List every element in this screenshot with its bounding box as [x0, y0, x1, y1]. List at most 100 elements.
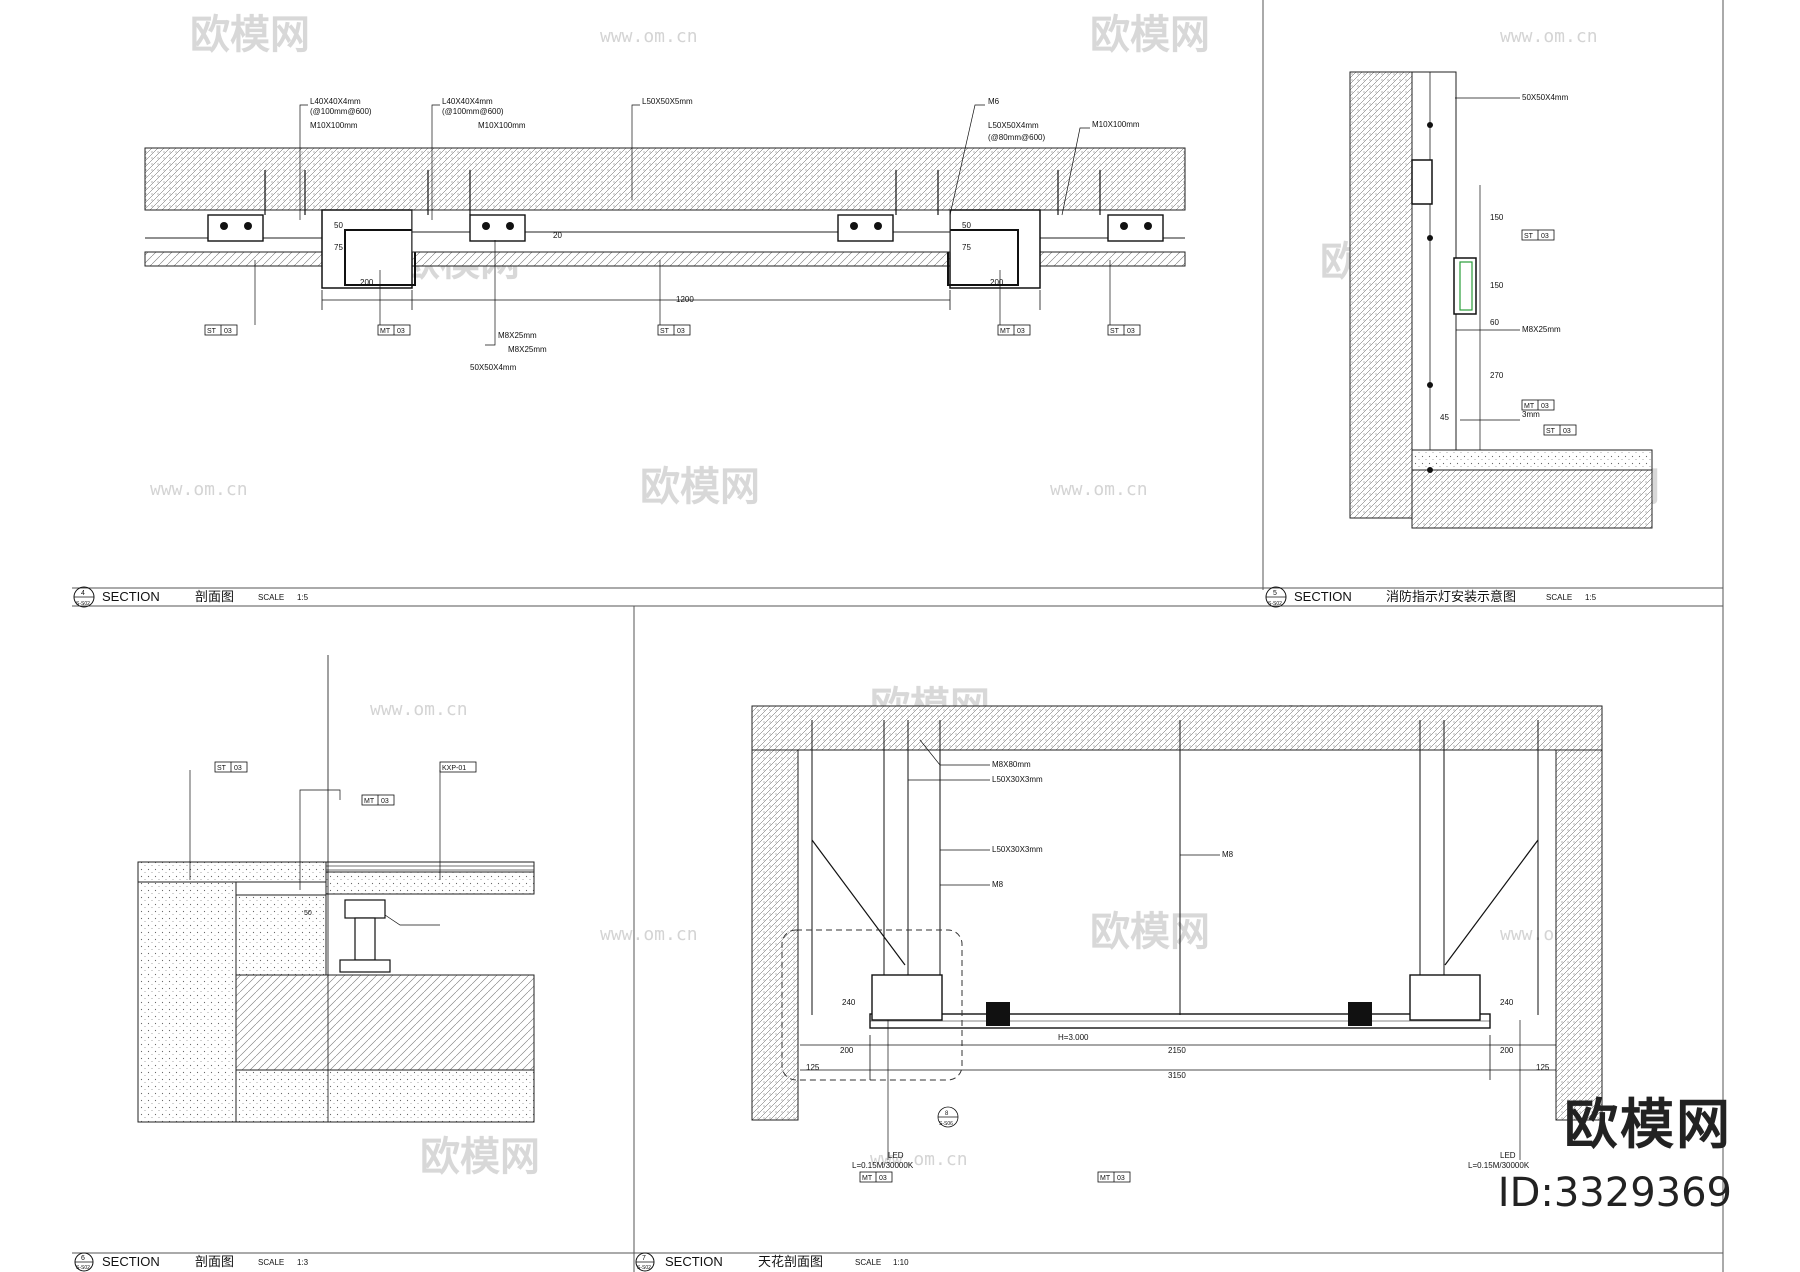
tag-number: 03: [234, 765, 242, 772]
watermark-text: 欧模网: [190, 12, 310, 58]
tag-number: 03: [1563, 428, 1571, 435]
scale-label: SCALE: [258, 593, 284, 602]
callout-text: M10X100mm: [310, 121, 358, 130]
brand-logo: 欧模网: [1564, 1093, 1732, 1156]
panel-number: 5: [1273, 590, 1277, 597]
watermark-url: www.om.cn: [1050, 479, 1148, 500]
panel-title-cn: 消防指示灯安装示意图: [1386, 589, 1516, 604]
marker-sheet: S-S06: [939, 1121, 953, 1127]
tag-code: MT: [364, 798, 375, 805]
dim-text: 2150: [1168, 1046, 1186, 1055]
dim-text: 200: [990, 278, 1004, 287]
callout-text: M6: [988, 97, 1000, 106]
tag-number: 03: [1127, 328, 1135, 335]
tag-number: 03: [677, 328, 685, 335]
callout-text: (@100mm@600): [310, 107, 372, 116]
dim-text: 50: [334, 221, 343, 230]
dim-text: 125: [806, 1063, 820, 1072]
scale-label: SCALE: [1546, 593, 1572, 602]
tag-code: MT: [380, 328, 391, 335]
panel-sheet: S-S02: [76, 1265, 90, 1271]
panel-sheet: S-S02: [1268, 601, 1282, 607]
watermark-url: www.om.cn: [150, 479, 248, 500]
watermark-text: 欧模网: [1090, 12, 1210, 58]
callout-text: M8X25mm: [1522, 325, 1561, 334]
panel-7-drawing: M8X80mm L50X30X3mm L50X30X3mm M8 M8 LED …: [751, 705, 1603, 1183]
panel-title-cn: 剖面图: [195, 589, 234, 604]
panel-title-en: SECTION: [1294, 589, 1352, 604]
panel-4-drawing: L40X40X4mm (@100mm@600) M10X100mm L40X40…: [144, 97, 1186, 372]
watermark-url: www.om.cn: [370, 699, 468, 720]
callout-text: M8: [1222, 850, 1234, 859]
callout-text: M8X25mm: [508, 345, 547, 354]
panel-title-en: SECTION: [102, 589, 160, 604]
dim-text: 3150: [1168, 1071, 1186, 1080]
callout-text: L=0.15M/30000K: [1468, 1161, 1530, 1170]
dim-text: 20: [553, 231, 562, 240]
dim-text: 75: [962, 243, 971, 252]
title-block-5: 5 S-S02 SECTION 消防指示灯安装示意图 SCALE 1:5: [1265, 586, 1597, 608]
watermark-url: www.om.cn: [1500, 26, 1598, 47]
watermark-text: 欧模网: [1090, 909, 1210, 955]
watermark-url: www.om.cn: [600, 924, 698, 945]
dim-text: 45: [1440, 413, 1449, 422]
tag-number: 03: [381, 798, 389, 805]
callout-text: (@80mm@600): [988, 133, 1045, 142]
tag-number: 03: [224, 328, 232, 335]
tag-number: 03: [1017, 328, 1025, 335]
panel-number: 7: [642, 1255, 646, 1262]
tag-code: MT: [862, 1175, 873, 1182]
panel-6-drawing: ST 03 MT 03 KXP-01 50: [137, 655, 535, 1123]
scale-value: 1:5: [1585, 593, 1597, 602]
callout-text: L50X30X3mm: [992, 775, 1043, 784]
tag-code: MT: [1100, 1175, 1111, 1182]
panel-number: 4: [81, 590, 85, 597]
dim-text: 240: [1500, 998, 1514, 1007]
dim-text: 200: [1500, 1046, 1514, 1055]
panel-title-cn: 剖面图: [195, 1254, 234, 1269]
dim-text: 200: [840, 1046, 854, 1055]
callout-text: (@100mm@600): [442, 107, 504, 116]
callout-text: M8: [992, 880, 1004, 889]
tag-number: 03: [879, 1175, 887, 1182]
title-block-7: 7 S-S02 SECTION 天花剖面图 SCALE 1:10: [635, 1252, 909, 1272]
callout-text: L=0.15M/30000K: [852, 1161, 914, 1170]
panel-title-cn: 天花剖面图: [758, 1254, 823, 1269]
callout-text: L50X50X5mm: [642, 97, 693, 106]
callout-text: M8X80mm: [992, 760, 1031, 769]
sheet-frame: [72, 0, 1724, 1272]
panel-sheet: S-S02: [76, 601, 90, 607]
scale-value: 1:10: [893, 1258, 909, 1267]
callout-text: LED: [888, 1151, 904, 1160]
title-block-6: 6 S-S02 SECTION 剖面图 SCALE 1:3: [74, 1252, 309, 1272]
tag-code: ST: [1110, 328, 1120, 335]
dim-text: 50: [962, 221, 971, 230]
tag-number: 03: [1541, 403, 1549, 410]
tag-code: MT: [1524, 403, 1535, 410]
watermark-text: 欧模网: [420, 1134, 540, 1180]
scale-label: SCALE: [258, 1258, 284, 1267]
scale-label: SCALE: [855, 1258, 881, 1267]
callout-text: L40X40X4mm: [310, 97, 361, 106]
scale-value: 1:5: [297, 593, 309, 602]
dim-text: 150: [1490, 281, 1504, 290]
brand-id: ID:3329369: [1497, 1170, 1732, 1216]
callout-text: 3mm: [1522, 410, 1540, 419]
dim-text: 150: [1490, 213, 1504, 222]
watermark-url: www.om.cn: [870, 1149, 968, 1170]
dim-text: 200: [360, 278, 374, 287]
dim-text: 125: [1536, 1063, 1550, 1072]
panel-number: 6: [81, 1255, 85, 1262]
dim-text: 1200: [676, 295, 694, 304]
tag-code: ST: [1524, 233, 1534, 240]
callout-text: L50X30X3mm: [992, 845, 1043, 854]
tag-code: ST: [1546, 428, 1556, 435]
callout-text: M10X100mm: [1092, 120, 1140, 129]
panel-title-en: SECTION: [665, 1254, 723, 1269]
callout-text: L40X40X4mm: [442, 97, 493, 106]
tag-number: 03: [1117, 1175, 1125, 1182]
tag-code: KXP-01: [442, 765, 466, 772]
tag-code: ST: [660, 328, 670, 335]
watermark-text: 欧模网: [640, 464, 760, 510]
